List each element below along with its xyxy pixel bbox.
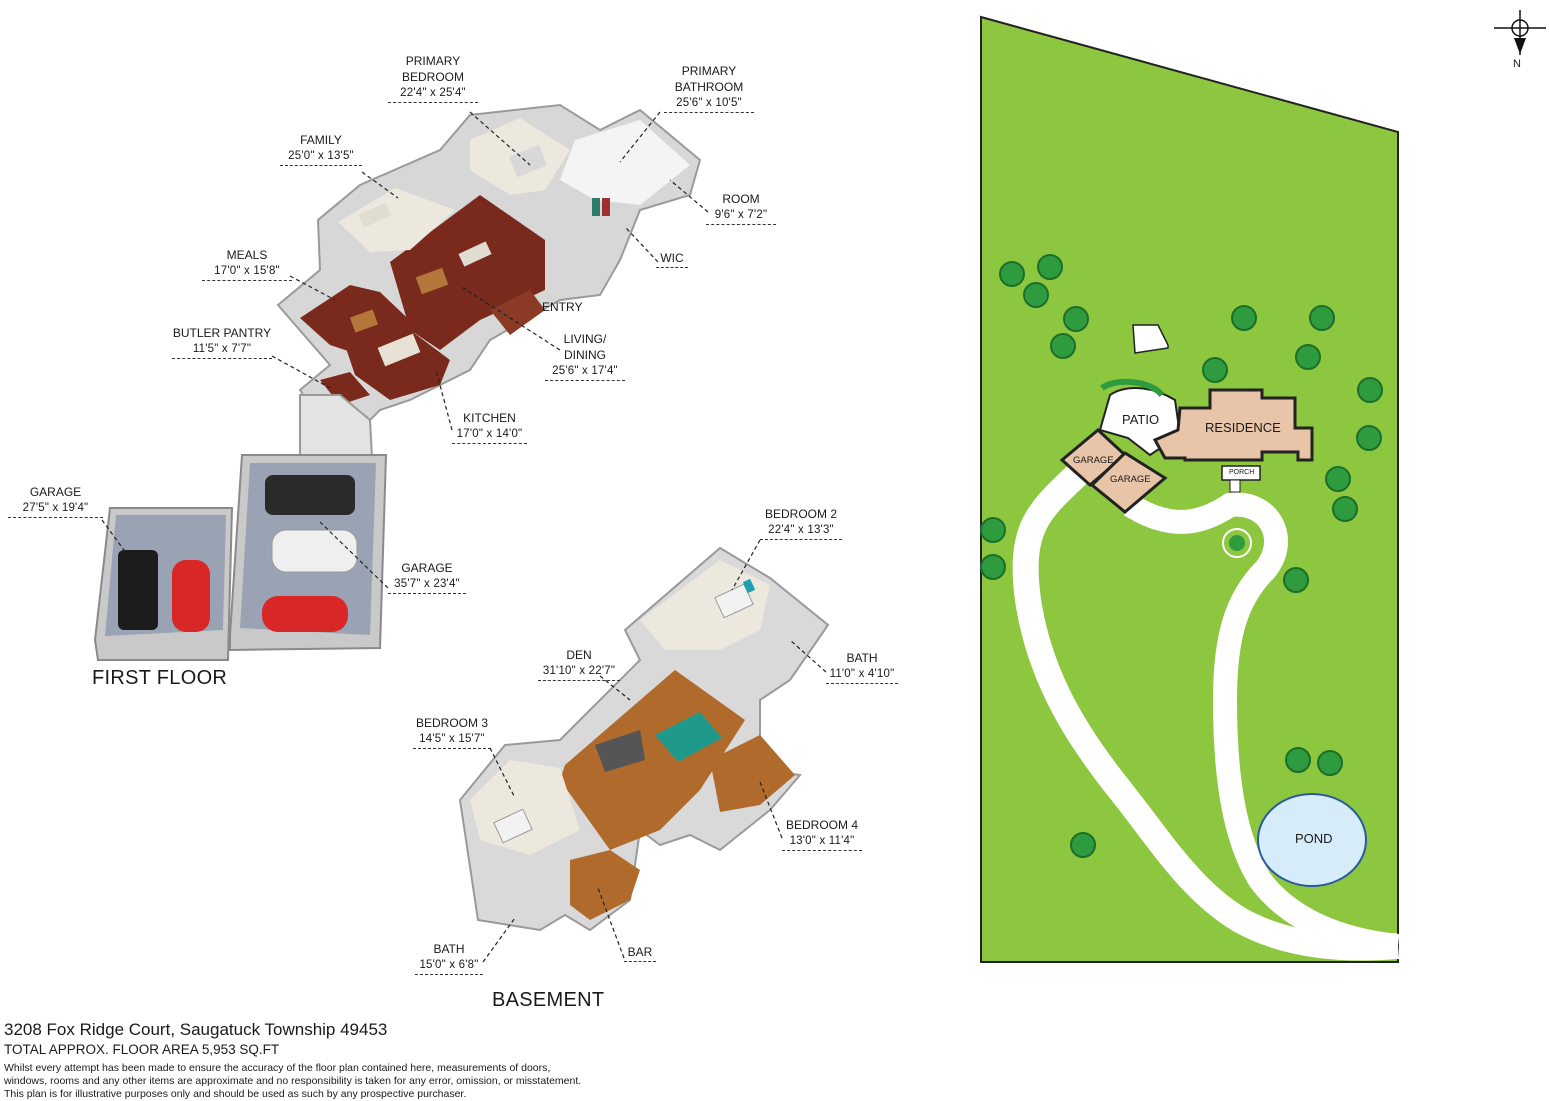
tree	[1050, 333, 1076, 359]
tree	[1356, 425, 1382, 451]
car-black-suv	[265, 475, 355, 515]
disclaimer-line-3: This plan is for illustrative purposes o…	[4, 1088, 467, 1100]
entry-label: ENTRY	[542, 300, 583, 314]
living-dining-floor	[390, 195, 545, 350]
kitchen-floor	[345, 330, 450, 400]
pond-label: POND	[1295, 831, 1333, 846]
driveway-road	[1012, 460, 1400, 961]
tree	[1309, 305, 1335, 331]
tree	[999, 261, 1025, 287]
first-floor-title: FIRST FLOOR	[92, 667, 228, 689]
tree	[1325, 466, 1351, 492]
pool-table	[655, 712, 722, 762]
car-red-right	[262, 596, 348, 632]
tree	[1332, 496, 1358, 522]
butler-pantry-floor	[320, 372, 370, 405]
tree	[1231, 305, 1257, 331]
primary-bathroom-label: PRIMARY BATHROOM 25'6" x 10'5"	[664, 63, 754, 113]
tree	[1295, 344, 1321, 370]
garage-small-label: GARAGE	[1073, 455, 1114, 466]
car-red-left	[172, 560, 210, 632]
tree	[1023, 282, 1049, 308]
basement-plan	[458, 546, 830, 932]
bath-upper-label: BATH 11'0" x 4'10"	[826, 650, 898, 684]
bedroom2-label: BEDROOM 2 22'4" x 13'3"	[760, 506, 842, 540]
basement-title: BASEMENT	[492, 989, 605, 1011]
tree	[1037, 254, 1063, 280]
meals-label: MEALS 17'0" x 15'8"	[202, 247, 292, 281]
bedroom3-label: BEDROOM 3 14'5" x 15'7"	[413, 715, 491, 749]
butler-pantry-label: BUTLER PANTRY 11'5" x 7'7"	[172, 325, 272, 359]
den-label: DEN 31'10" x 22'7"	[538, 647, 620, 681]
roundabout-island	[1222, 528, 1252, 558]
porch-label: PORCH	[1229, 469, 1255, 476]
tree	[1202, 357, 1228, 383]
shed	[1132, 324, 1169, 354]
living-dining-label: LIVING/ DINING 25'6" x 17'4"	[545, 331, 625, 381]
tree	[1317, 750, 1343, 776]
compass-label: N	[1513, 58, 1521, 70]
tree	[1285, 747, 1311, 773]
wic-label: WIC	[656, 250, 688, 268]
family-label: FAMILY 25'0" x 13'5"	[280, 132, 362, 166]
disclaimer-line-1: Whilst every attempt has been made to en…	[4, 1062, 551, 1074]
residence-label: RESIDENCE	[1205, 420, 1281, 435]
room-label: ROOM 9'6" x 7'2"	[706, 191, 776, 225]
tree	[1283, 567, 1309, 593]
sofa	[595, 730, 645, 772]
tree	[980, 517, 1006, 543]
family-floor	[338, 188, 455, 252]
kitchen-label: KITCHEN 17'0" x 14'0"	[452, 410, 527, 444]
lawn	[980, 15, 1399, 963]
driveway-loop	[1123, 492, 1400, 958]
tree	[980, 554, 1006, 580]
car-black-left	[118, 550, 158, 630]
tree	[1357, 377, 1383, 403]
tree	[1070, 832, 1096, 858]
tree	[1063, 306, 1089, 332]
total-floor-area: TOTAL APPROX. FLOOR AREA 5,953 SQ.FT	[4, 1042, 280, 1057]
garage-connector	[299, 394, 374, 459]
garage-large-label: GARAGE	[1110, 474, 1151, 485]
bar-label: BAR	[624, 944, 656, 962]
patio-label: PATIO	[1122, 412, 1160, 427]
property-address: 3208 Fox Ridge Court, Saugatuck Township…	[4, 1020, 388, 1039]
car-white-suv	[271, 529, 358, 573]
garages-plan	[93, 454, 388, 661]
disclaimer-line-2: windows, rooms and any other items are a…	[4, 1075, 582, 1087]
bedroom4-label: BEDROOM 4 13'0" x 11'4"	[782, 817, 862, 851]
primary-bedroom-label: PRIMARY BEDROOM 22'4" x 25'4"	[388, 53, 478, 103]
garage-left-label: GARAGE 27'5" x 19'4"	[8, 484, 103, 518]
bath-lower-label: BATH 15'0" x 6'8"	[415, 941, 483, 975]
garage-right-label: GARAGE 35'7" x 23'4"	[388, 560, 466, 594]
